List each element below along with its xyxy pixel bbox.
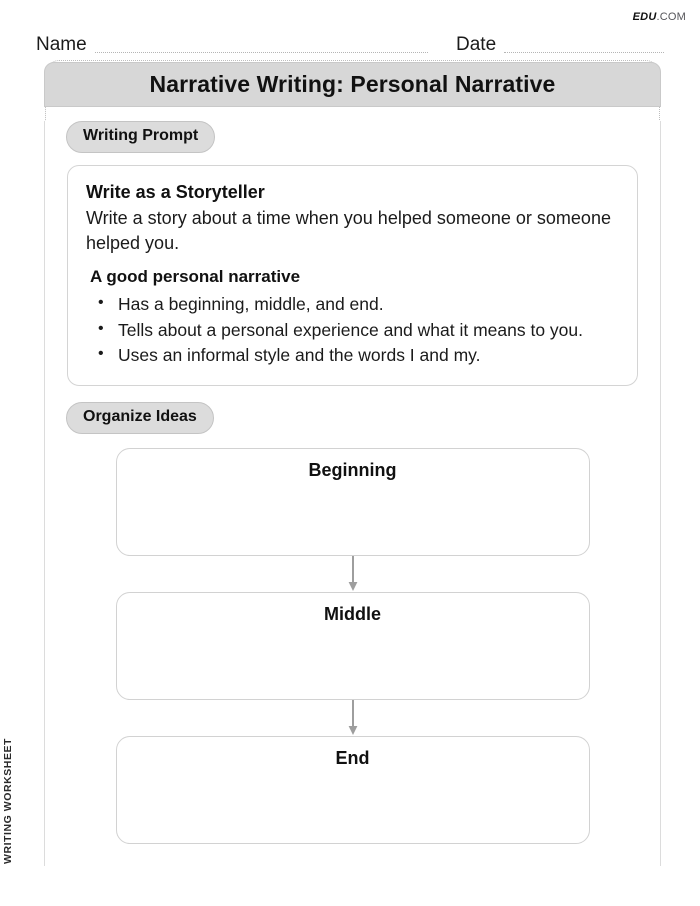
arrow-down-icon bbox=[348, 700, 357, 736]
worksheet-body: Writing Prompt Write as a Storyteller Wr… bbox=[44, 121, 661, 867]
organize-ideas-badge-wrap: Organize Ideas bbox=[66, 402, 660, 435]
prompt-heading: Write as a Storyteller bbox=[86, 181, 265, 202]
writing-prompt-badge: Writing Prompt bbox=[66, 121, 216, 153]
arrow-down-icon bbox=[348, 556, 357, 592]
worksheet-type-text: WRITING WORKSHEET bbox=[2, 737, 14, 864]
brand-suffix: .COM bbox=[656, 11, 686, 23]
date-input-rule[interactable] bbox=[504, 51, 664, 53]
prompt-card: Write as a Storyteller Write a story abo… bbox=[67, 164, 638, 387]
organizer-label-beginning: Beginning bbox=[308, 460, 397, 481]
graphic-organizer: Beginning Middle End bbox=[45, 448, 660, 866]
worksheet-type-label: WRITING WORKSHEET bbox=[2, 724, 32, 864]
criteria-item: Uses an informal style and the words I a… bbox=[86, 343, 619, 368]
organizer-label-end: End bbox=[335, 748, 370, 769]
organizer-box-middle[interactable]: Middle bbox=[115, 592, 590, 701]
brand-logo: EDU.COM bbox=[633, 11, 686, 23]
criteria-list: Has a beginning, middle, and end. Tells … bbox=[86, 292, 619, 369]
date-label: Date bbox=[456, 34, 497, 56]
organizer-box-end[interactable]: End bbox=[115, 736, 590, 845]
criteria-item: Tells about a personal experience and wh… bbox=[86, 318, 619, 343]
prompt-subheading: A good personal narrative bbox=[90, 266, 301, 286]
page-title: Narrative Writing: Personal Narrative bbox=[149, 71, 556, 97]
brand-primary: EDU bbox=[632, 11, 657, 23]
organizer-label-middle: Middle bbox=[324, 604, 381, 625]
prompt-text: Write a story about a time when you help… bbox=[86, 208, 611, 253]
criteria-item: Has a beginning, middle, and end. bbox=[86, 292, 619, 317]
worksheet-title-bar: Narrative Writing: Personal Narrative bbox=[44, 62, 661, 107]
organize-ideas-badge: Organize Ideas bbox=[66, 402, 214, 435]
worksheet-card: Narrative Writing: Personal Narrative Wr… bbox=[44, 62, 661, 867]
date-field[interactable]: Date bbox=[456, 34, 664, 56]
writing-prompt-badge-wrap: Writing Prompt bbox=[66, 121, 660, 153]
organizer-box-beginning[interactable]: Beginning bbox=[115, 448, 590, 557]
name-label: Name bbox=[36, 34, 87, 56]
name-field[interactable]: Name bbox=[36, 34, 428, 56]
name-input-rule[interactable] bbox=[94, 51, 428, 53]
identity-row: Name Date bbox=[36, 30, 664, 56]
